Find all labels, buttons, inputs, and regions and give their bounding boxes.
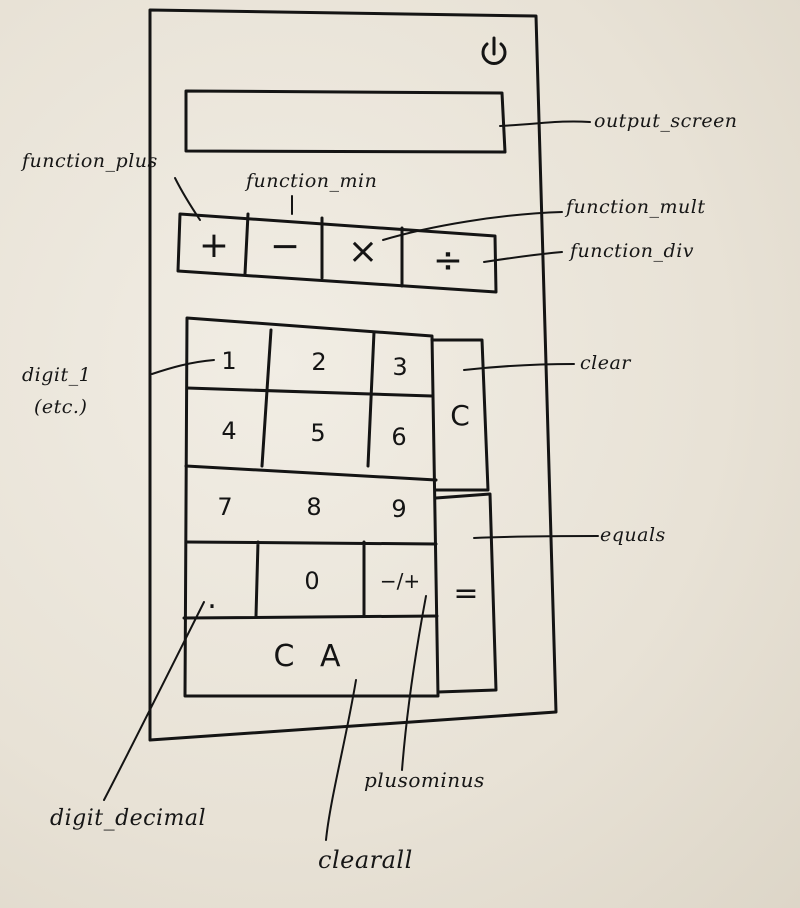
function-plus-key[interactable]: +	[198, 225, 230, 266]
function-min-key[interactable]: −	[269, 226, 301, 267]
digit-0-key[interactable]: 0	[304, 567, 320, 595]
leader-clearall	[325, 679, 357, 841]
digit-2-key[interactable]: 2	[311, 348, 327, 376]
annotation-clear: clear	[580, 352, 631, 374]
numpad-frame	[183, 316, 440, 698]
digit-5-key[interactable]: 5	[310, 419, 326, 447]
annotation-function-min: function_min	[246, 170, 378, 192]
function-row-dividers	[243, 212, 404, 288]
annotation-function-plus: function_plus	[22, 150, 158, 172]
leader-output-screen	[499, 120, 591, 127]
digit-6-key[interactable]: 6	[391, 423, 407, 451]
function-row-frame	[176, 212, 498, 294]
digit-3-key[interactable]: 3	[392, 353, 408, 381]
annotation-digit-decimal: digit_decimal	[50, 806, 207, 831]
annotation-equals: equals	[600, 524, 666, 546]
function-mult-key[interactable]: ×	[347, 231, 379, 272]
annotation-function-mult: function_mult	[566, 196, 706, 218]
annotation-digit-1: digit_1	[22, 364, 92, 386]
plusminus-key[interactable]: −/+	[379, 569, 421, 593]
equals-key-frame	[434, 492, 498, 694]
clearall-key[interactable]: C A	[273, 639, 349, 674]
leader-digit-1	[151, 359, 215, 375]
annotation-output-screen: output_screen	[594, 110, 738, 132]
digit-1-key[interactable]: 1	[221, 347, 237, 375]
leader-digit-decimal	[103, 601, 205, 801]
digit-7-key[interactable]: 7	[217, 493, 233, 521]
clear-key-frame	[430, 338, 490, 492]
leader-function-mult	[382, 211, 563, 241]
annotation-digit-1-note: (etc.)	[34, 396, 88, 418]
power-icon	[481, 36, 507, 65]
digit-9-key[interactable]: 9	[391, 495, 407, 523]
equals-key[interactable]: =	[453, 576, 479, 611]
digit-decimal-key[interactable]: .	[207, 581, 217, 616]
digit-8-key[interactable]: 8	[306, 493, 322, 521]
function-div-key[interactable]: ÷	[432, 240, 464, 281]
leader-function-plus	[174, 177, 201, 221]
leader-function-div	[483, 251, 563, 263]
annotation-plusominus: plusominus	[364, 768, 485, 792]
output-screen	[184, 89, 507, 154]
annotation-clearall: clearall	[318, 846, 413, 874]
digit-4-key[interactable]: 4	[221, 417, 237, 445]
clear-key[interactable]: C	[450, 399, 470, 432]
numpad-grid	[182, 328, 439, 620]
calculator-body	[148, 8, 558, 742]
leader-equals	[473, 535, 599, 539]
leader-plusominus	[401, 595, 427, 771]
annotation-function-div: function_div	[570, 240, 695, 262]
leader-clear	[463, 363, 575, 371]
